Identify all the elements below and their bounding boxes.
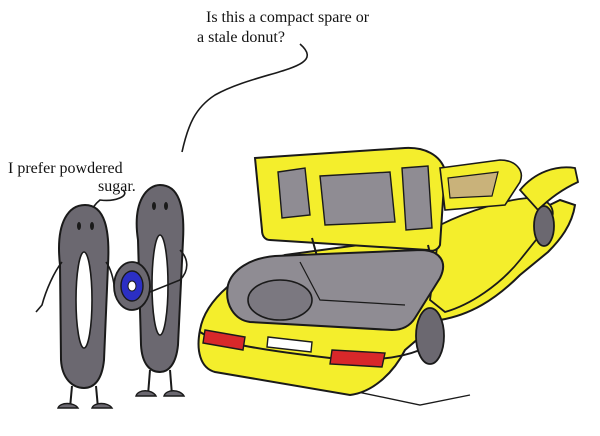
left-character-caption-line2: sugar. bbox=[98, 178, 136, 195]
tire-character-icon bbox=[35, 203, 116, 409]
speech-tail-top bbox=[181, 43, 308, 153]
yellow-car-icon bbox=[197, 146, 580, 406]
spare-wheel-icon bbox=[113, 261, 151, 311]
car-character-caption-line1: Is this a compact spare or bbox=[206, 9, 370, 26]
tire-character-icon bbox=[135, 183, 188, 397]
car-character-caption-line2: a stale donut? bbox=[197, 29, 285, 46]
left-character-caption-line1: I prefer powdered bbox=[8, 160, 123, 177]
